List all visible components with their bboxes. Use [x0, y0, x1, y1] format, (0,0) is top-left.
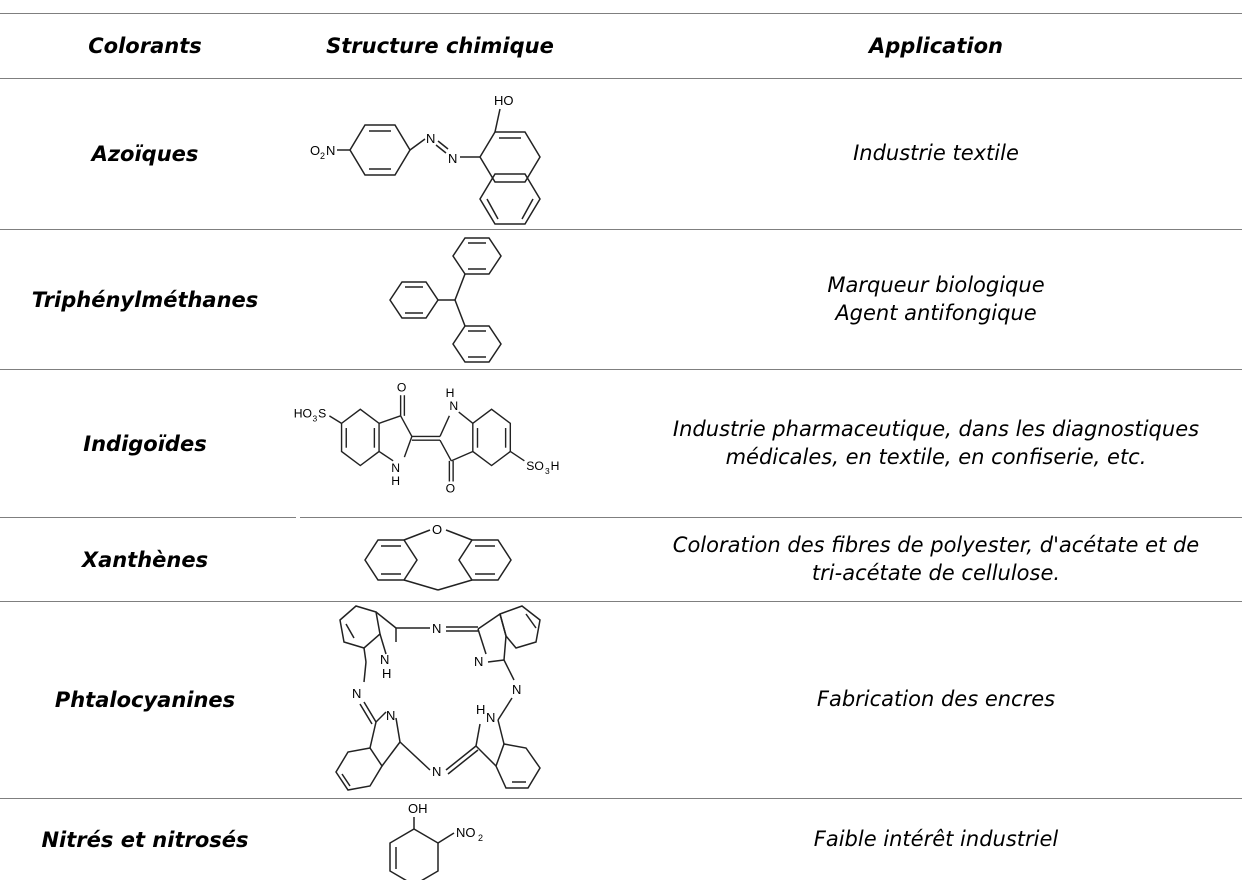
- svg-text:N: N: [432, 621, 441, 636]
- rule-row-1: [0, 229, 1242, 230]
- rule-row-4: [0, 601, 1242, 602]
- svg-text:OH: OH: [408, 801, 428, 816]
- svg-text:N: N: [326, 143, 335, 158]
- structure-nitrophenol: OH NO 2: [290, 799, 590, 880]
- svg-text:N: N: [512, 682, 521, 697]
- rule-row-5: [0, 798, 1242, 799]
- application-text: Faible intérêt industriel: [813, 826, 1059, 851]
- svg-text:NO: NO: [456, 825, 476, 840]
- table-row: Azoïques O 2 N N N HO: [0, 79, 1242, 229]
- rule-header: [0, 78, 1242, 79]
- svg-text:O: O: [397, 380, 406, 394]
- svg-text:O: O: [446, 482, 455, 496]
- application-text: Fabrication des encres: [816, 687, 1056, 712]
- table-row: Triphénylméthanes Marqueur biologique Ag…: [0, 230, 1242, 369]
- structure-phthalocyanine: N H N N N N N: [290, 602, 590, 798]
- xanthene-molecule-icon: O: [364, 522, 512, 591]
- structure-indigo: HO 3 S O N H: [290, 370, 590, 517]
- phthalocyanine-molecule-icon: N H N N N N N: [335, 605, 541, 791]
- svg-text:N: N: [448, 151, 457, 166]
- svg-text:H: H: [382, 666, 391, 681]
- header-colorants: Colorants: [88, 34, 202, 58]
- svg-text:O: O: [432, 522, 442, 537]
- rule-top: [0, 13, 1242, 14]
- application-text: Industrie pharmaceutique, dans les diagn…: [672, 417, 1200, 469]
- colorant-name: Phtalocyanines: [54, 688, 236, 712]
- nitrophenol-molecule-icon: OH NO 2: [389, 801, 483, 880]
- triphenylmethane-molecule-icon: [389, 237, 502, 363]
- svg-text:HO: HO: [494, 93, 514, 108]
- svg-text:N: N: [426, 131, 435, 146]
- svg-text:N: N: [474, 654, 483, 669]
- structure-triphenylmethane: [290, 230, 590, 369]
- svg-text:H: H: [476, 702, 485, 717]
- svg-text:N: N: [386, 708, 395, 723]
- table-row: Indigoïdes HO 3 S O N H: [0, 370, 1242, 517]
- header-application: Application: [869, 34, 1003, 58]
- svg-text:O: O: [310, 143, 320, 158]
- colorant-name: Xanthènes: [81, 547, 209, 572]
- table-row: Xanthènes O Coloration des fibres de pol…: [0, 518, 1242, 601]
- colorant-name: Azoïques: [91, 142, 199, 166]
- svg-text:3: 3: [313, 413, 318, 423]
- svg-text:S: S: [318, 407, 326, 421]
- svg-text:N: N: [352, 686, 361, 701]
- rule-row-2: [0, 369, 1242, 370]
- svg-text:H: H: [551, 459, 560, 473]
- application-text: Coloration des fibres de polyester, d'ac…: [672, 533, 1200, 585]
- colorant-name: Triphénylméthanes: [31, 287, 259, 312]
- header-structure: Structure chimique: [326, 34, 554, 58]
- structure-xanthene: O: [290, 518, 590, 601]
- svg-text:HO: HO: [294, 407, 312, 421]
- rule-row-3: [0, 517, 296, 518]
- structure-azo: O 2 N N N HO: [290, 79, 590, 229]
- svg-text:3: 3: [545, 466, 550, 476]
- rule-row-3b: [300, 517, 1242, 518]
- table-row: Phtalocyanines N H N N: [0, 602, 1242, 798]
- svg-text:N: N: [449, 399, 458, 413]
- colorant-name: Indigoïdes: [83, 431, 207, 456]
- indigo-molecule-icon: HO 3 S O N H: [294, 380, 560, 496]
- application-text: Marqueur biologique Agent antifongique: [827, 273, 1045, 325]
- svg-text:N: N: [486, 710, 495, 725]
- svg-text:N: N: [380, 652, 389, 667]
- svg-text:2: 2: [320, 151, 325, 161]
- svg-text:SO: SO: [526, 459, 544, 473]
- colorant-name: Nitrés et nitrosés: [41, 827, 249, 852]
- svg-text:N: N: [432, 764, 441, 779]
- table-row: Nitrés et nitrosés OH NO 2 Faible intérê…: [0, 799, 1242, 880]
- svg-text:H: H: [446, 386, 455, 400]
- application-text: Industrie textile: [853, 141, 1019, 166]
- svg-text:H: H: [391, 474, 400, 488]
- svg-text:2: 2: [478, 833, 483, 843]
- svg-text:N: N: [391, 461, 400, 475]
- azo-molecule-icon: O 2 N N N HO: [310, 93, 541, 225]
